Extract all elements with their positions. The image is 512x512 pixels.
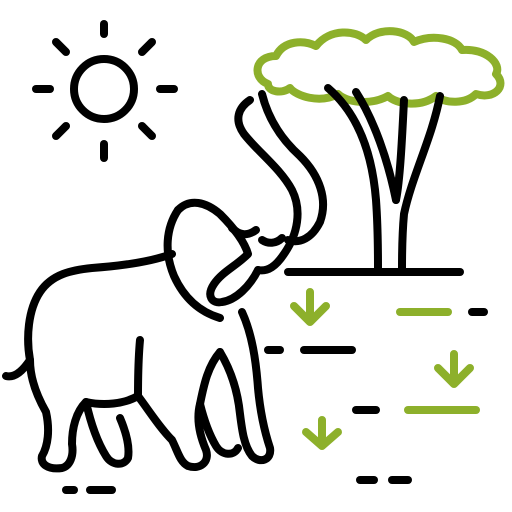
- grass-tuft: [434, 350, 474, 388]
- elephant-body: [2, 250, 176, 381]
- elephant-ear: [163, 206, 224, 322]
- grass-tuft: [302, 416, 342, 450]
- elephant-front-leg: [216, 308, 275, 465]
- grass-tuft: [290, 288, 330, 326]
- sun-icon: [32, 20, 178, 162]
- tree-trunk: [324, 84, 382, 272]
- tree-canopy: [253, 27, 505, 108]
- acacia-tree-icon: [253, 27, 505, 272]
- elephant-trunk: [234, 96, 302, 275]
- ground-dashes: [62, 268, 488, 494]
- grass-tufts: [290, 288, 474, 450]
- elephant-icon: [2, 90, 328, 473]
- elephant-head: [174, 198, 262, 307]
